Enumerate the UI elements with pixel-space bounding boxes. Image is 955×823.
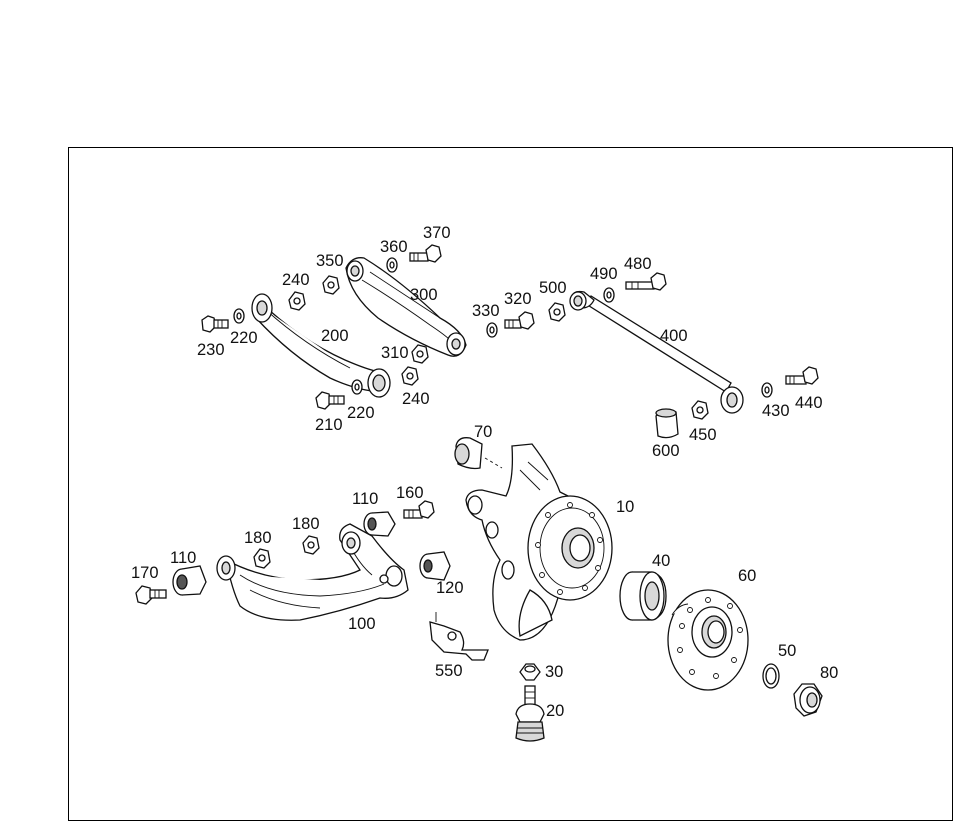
callout-180: 180 [292,515,320,533]
callout-10: 10 [616,498,634,516]
washer-220a[interactable] [233,308,245,324]
callout-200: 200 [321,327,349,345]
callout-20: 20 [546,702,564,720]
wheel-bearing-40[interactable] [619,571,667,621]
callout-80: 80 [820,664,838,682]
callout-100: 100 [348,615,376,633]
tie-rod-400[interactable] [569,290,744,414]
callout-350: 350 [316,252,344,270]
callout-600: 600 [652,442,680,460]
bolt-160[interactable] [403,500,435,519]
wheel-carrier-10[interactable] [465,443,613,641]
nut-310[interactable] [411,344,429,364]
nut-240b[interactable] [401,366,419,386]
callout-330: 330 [472,302,500,320]
callout-480: 480 [624,255,652,273]
callout-230: 230 [197,341,225,359]
washer-220b[interactable] [351,379,363,395]
callout-220: 220 [347,404,375,422]
callout-370: 370 [423,224,451,242]
nut-240a[interactable] [288,291,306,311]
bushing-110b[interactable] [363,511,396,537]
callout-160: 160 [396,484,424,502]
callout-500: 500 [539,279,567,297]
nut-500[interactable] [548,302,566,322]
callout-430: 430 [762,402,790,420]
axle-nut-80[interactable] [793,683,823,717]
bolt-370[interactable] [409,244,442,263]
bolt-480[interactable] [625,272,667,291]
bushing-110a[interactable] [172,565,207,596]
washer-330[interactable] [486,322,498,338]
nut-30[interactable] [519,663,541,681]
diagram-frame [68,147,953,821]
callout-30: 30 [545,663,563,681]
bolt-170[interactable] [135,585,167,605]
callout-320: 320 [504,290,532,308]
bushing-120[interactable] [419,551,451,581]
upper-link-200[interactable] [251,293,391,398]
bolt-440[interactable] [785,366,819,385]
nut-180a[interactable] [253,548,271,569]
wheel-hub-60[interactable] [667,589,749,691]
callout-70: 70 [474,423,492,441]
callout-550: 550 [435,662,463,680]
nut-450[interactable] [691,400,709,420]
bolt-320[interactable] [504,311,535,330]
callout-440: 440 [795,394,823,412]
callout-490: 490 [590,265,618,283]
callout-labels: 10 20 30 40 50 60 70 80 100 110 110 120 … [131,224,838,720]
callout-220: 220 [230,329,258,347]
callout-300: 300 [410,286,438,304]
lower-control-arm-100[interactable] [216,523,409,621]
camber-link-300[interactable] [345,257,467,357]
washer-490[interactable] [603,287,615,303]
bump-stop-600[interactable] [655,408,679,439]
callout-120: 120 [436,579,464,597]
washer-360[interactable] [386,257,398,273]
callout-360: 360 [380,238,408,256]
callout-240: 240 [282,271,310,289]
callout-240: 240 [402,390,430,408]
bushing-70[interactable] [454,437,503,470]
callout-450: 450 [689,426,717,444]
bracket-550[interactable] [429,612,489,661]
circlip-50[interactable] [762,663,780,689]
callout-400: 400 [660,327,688,345]
washer-430[interactable] [761,382,773,398]
callout-40: 40 [652,552,670,570]
ball-joint-20[interactable] [515,685,545,742]
bolt-230[interactable] [201,315,229,333]
callout-170: 170 [131,564,159,582]
nut-350[interactable] [322,275,340,295]
callout-60: 60 [738,567,756,585]
callout-180: 180 [244,529,272,547]
bolt-210[interactable] [315,391,345,410]
callout-110: 110 [170,549,196,567]
callout-210: 210 [315,416,343,434]
callout-110: 110 [352,490,378,508]
callout-50: 50 [778,642,796,660]
nut-180b[interactable] [302,535,320,555]
callout-310: 310 [381,344,409,362]
